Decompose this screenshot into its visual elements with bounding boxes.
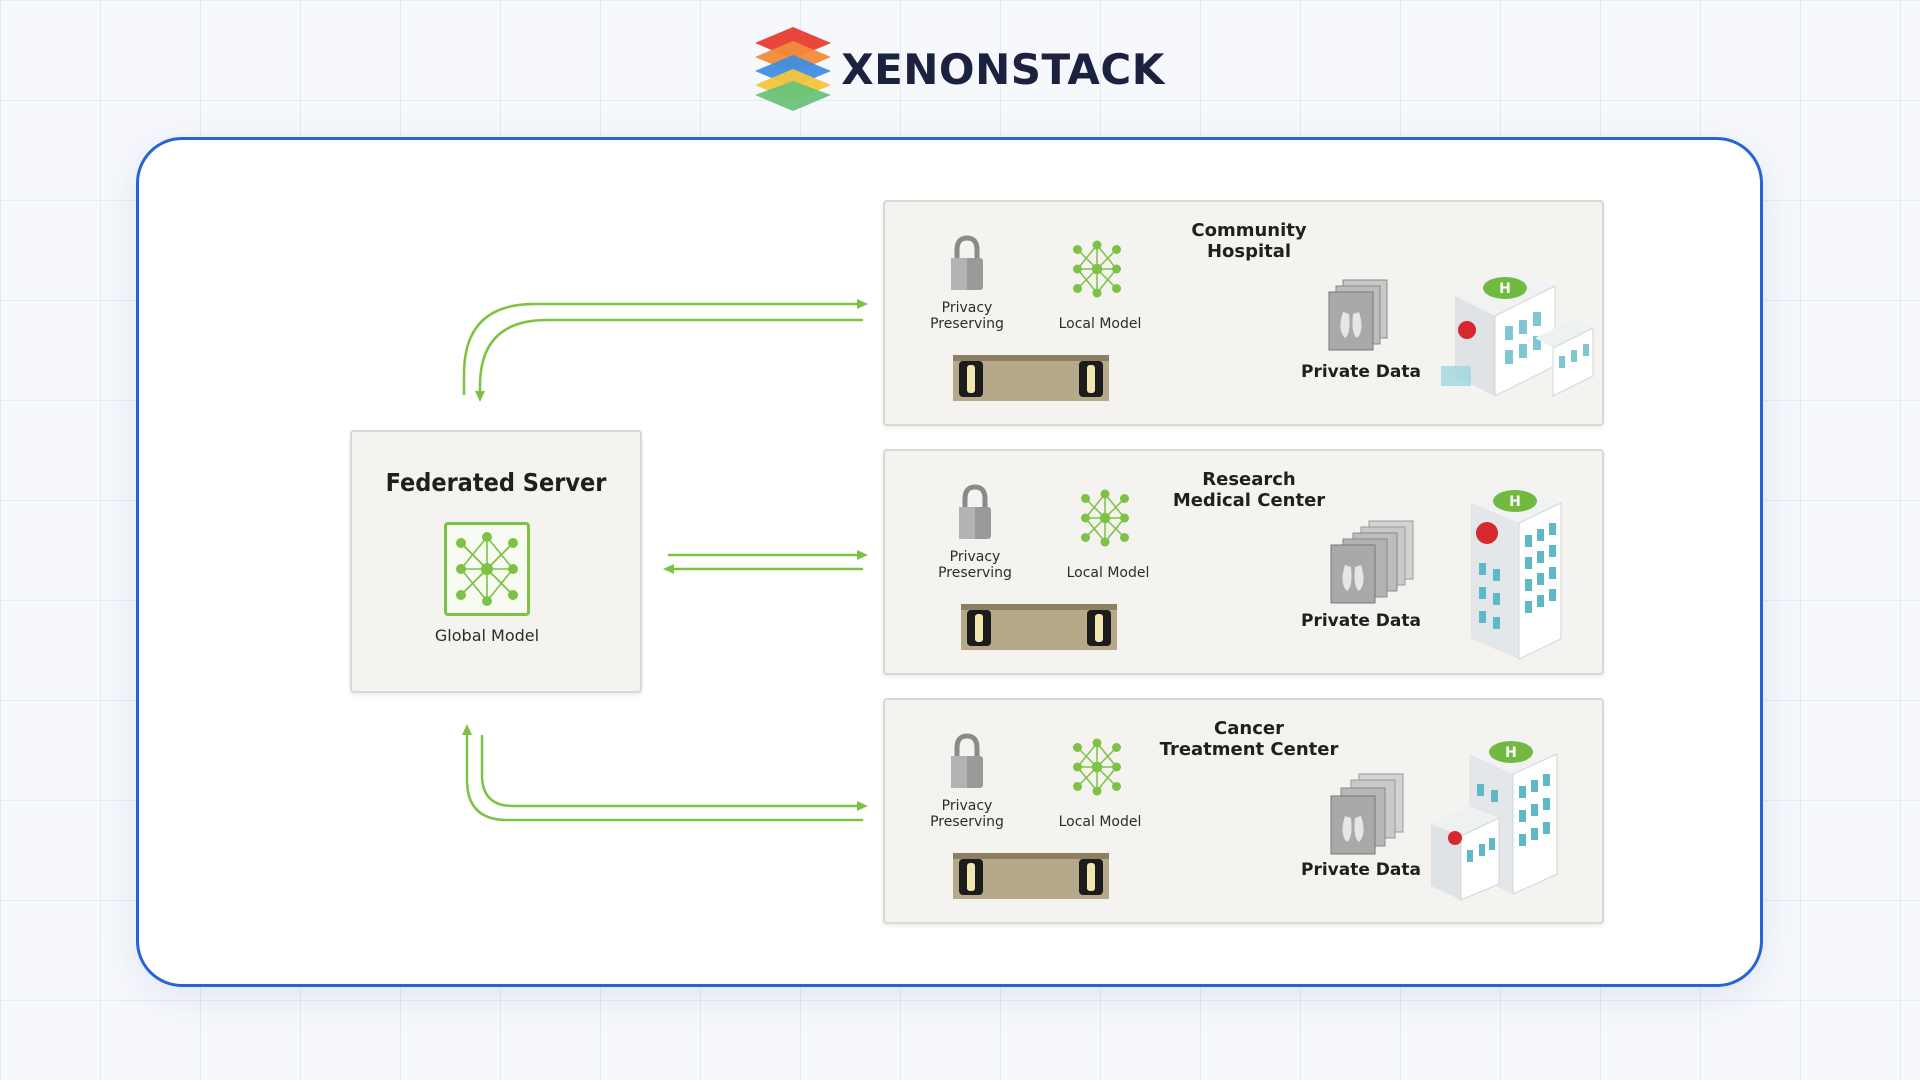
server-rack-icon — [953, 853, 1109, 899]
local-model-label: Local Model — [1066, 565, 1150, 581]
private-data-label: Private Data — [1301, 611, 1421, 631]
local-model-icon — [1081, 489, 1129, 547]
brand-name: XENONSTACK — [841, 44, 1165, 94]
private-data-icon — [1328, 279, 1388, 351]
server-rack-icon — [953, 355, 1109, 401]
lock-icon — [959, 484, 991, 539]
neural-network-icon — [456, 532, 518, 606]
svg-text:H: H — [1505, 745, 1517, 761]
server-rack-icon — [961, 604, 1117, 650]
private-data-label: Private Data — [1301, 362, 1421, 382]
hospital-building-icon: H — [1441, 266, 1594, 397]
lock-icon — [951, 733, 983, 788]
medical-tower-icon: H — [1471, 483, 1562, 660]
server-title: Federated Server — [385, 468, 607, 497]
local-model-icon — [1073, 240, 1121, 298]
diagram-card: Federated Server Global Model — [136, 137, 1763, 987]
svg-text:H: H — [1499, 281, 1511, 297]
private-data-icon — [1330, 520, 1414, 604]
local-model-label: Local Model — [1058, 316, 1142, 332]
header: XENONSTACK — [0, 24, 1920, 114]
lock-icon — [951, 235, 983, 290]
federated-server-panel: Federated Server Global Model — [350, 430, 642, 693]
local-model-icon — [1073, 738, 1121, 796]
private-data-icon — [1330, 773, 1404, 855]
private-data-label: Private Data — [1301, 860, 1421, 880]
local-model-label: Local Model — [1058, 814, 1142, 830]
treatment-center-building-icon: H — [1431, 734, 1558, 901]
svg-text:H: H — [1509, 494, 1521, 510]
global-model-box — [444, 522, 530, 616]
xenonstack-logo-icon — [755, 27, 832, 111]
global-model-label: Global Model — [434, 626, 540, 645]
